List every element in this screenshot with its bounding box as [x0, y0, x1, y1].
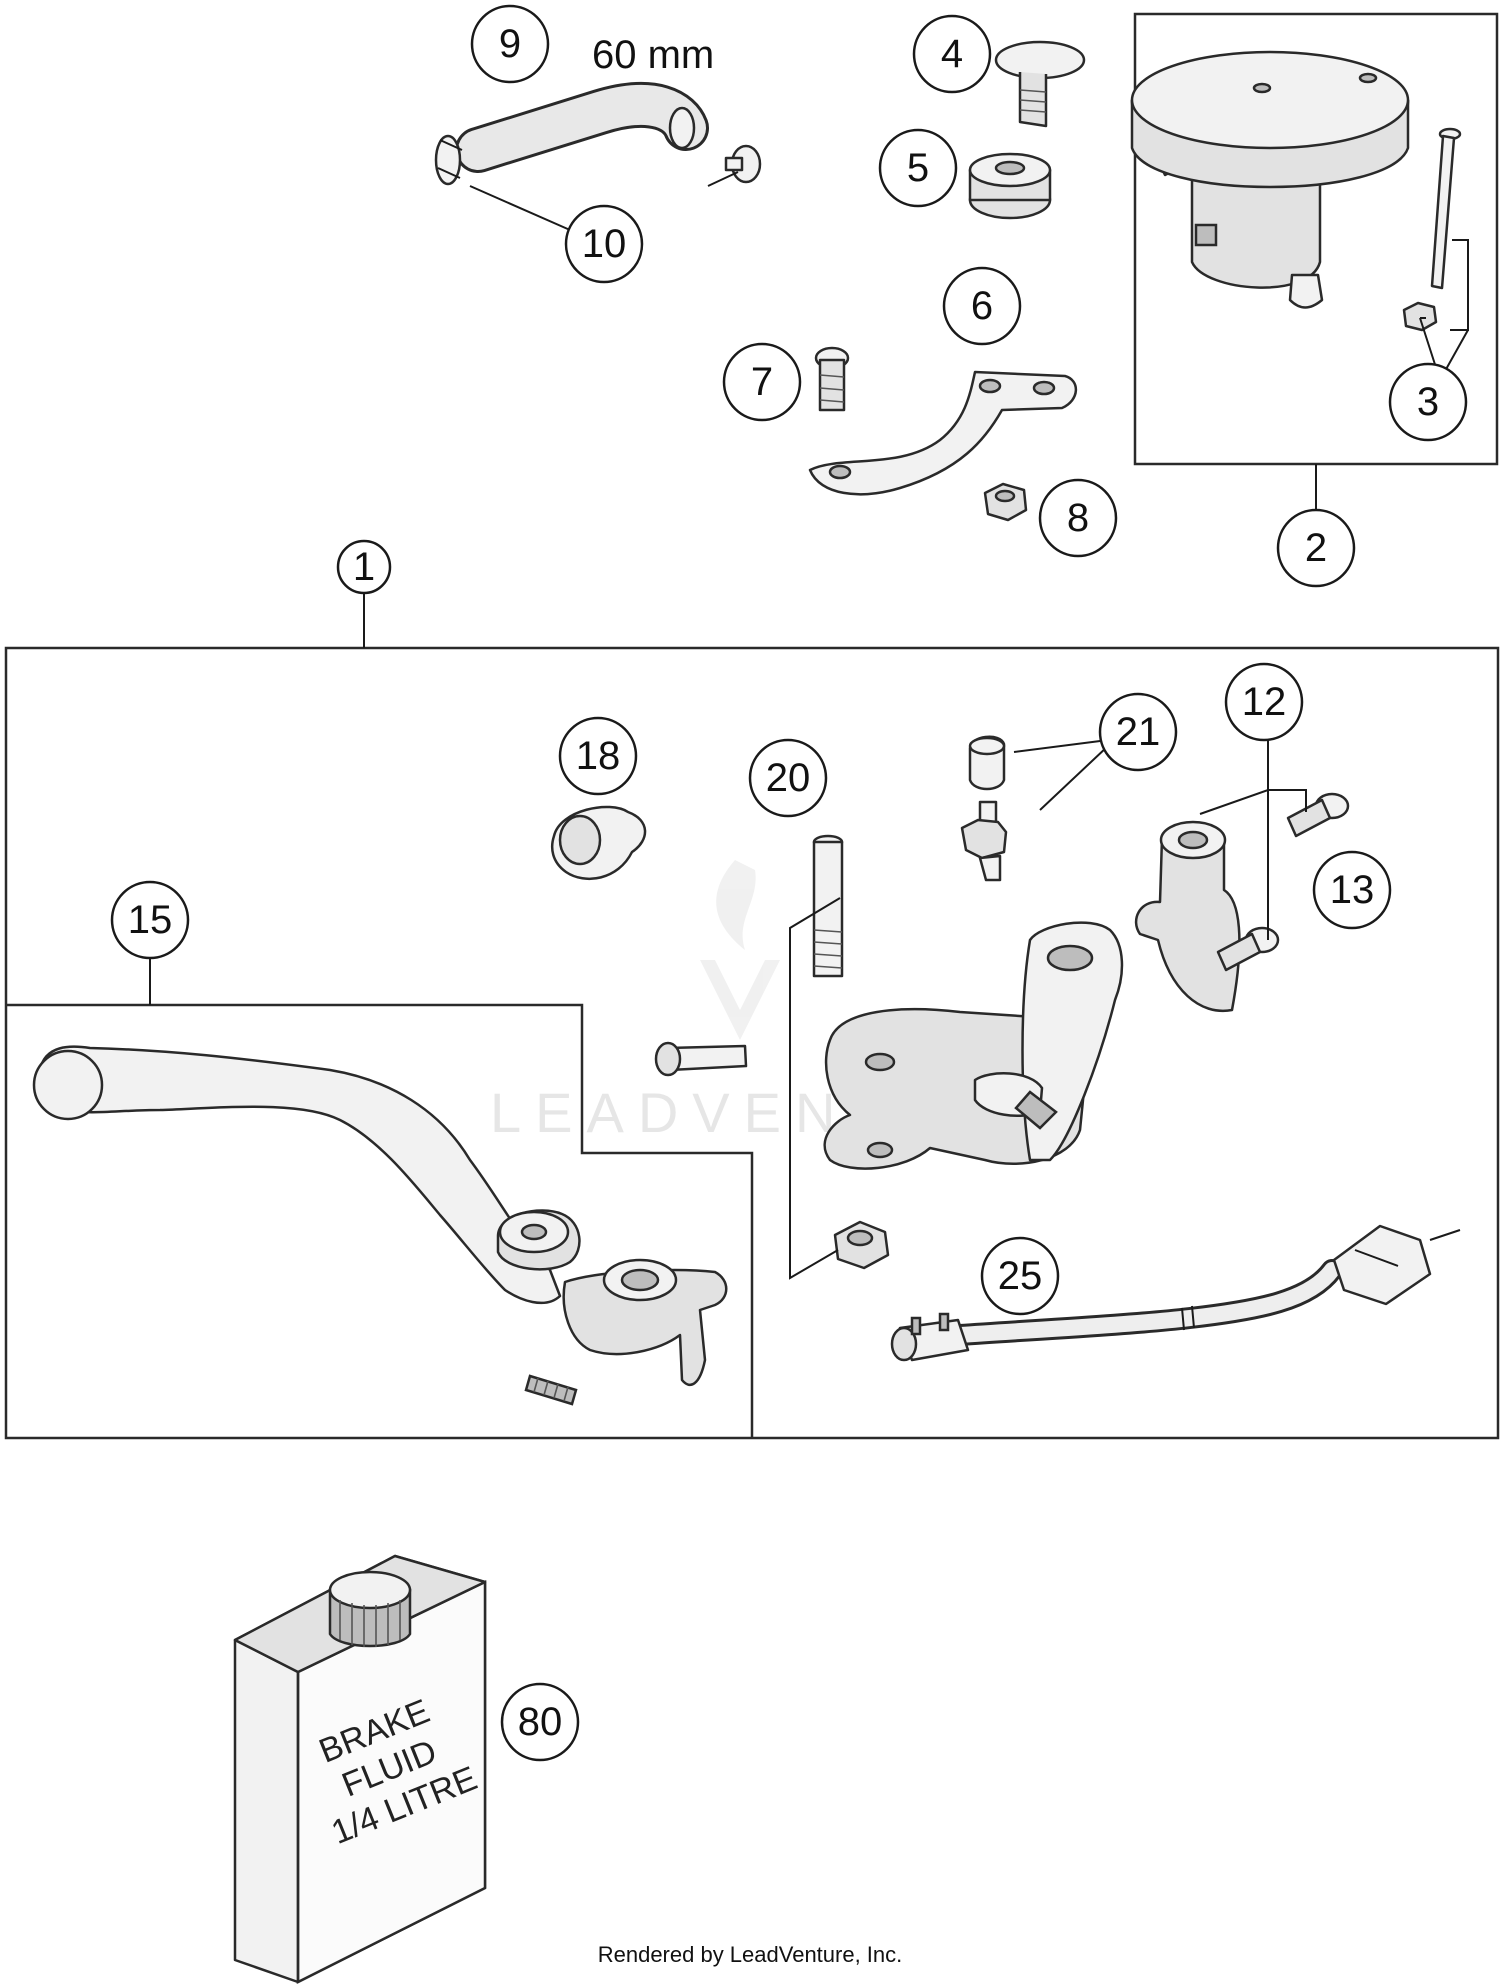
callout-5: 5 [878, 128, 958, 208]
callout-8: 8 [1038, 478, 1118, 558]
svg-text:8: 8 [1067, 496, 1089, 540]
hose-clamp-right [724, 144, 762, 184]
svg-text:18: 18 [576, 734, 621, 778]
callout-2: 2 [1276, 508, 1356, 588]
svg-text:2: 2 [1305, 526, 1327, 570]
callout-4: 4 [912, 14, 992, 94]
lever-pivot-bolt [654, 1041, 748, 1077]
callout-9: 9 [470, 4, 550, 84]
callout-1: 1 [336, 539, 392, 595]
svg-text:5: 5 [907, 146, 929, 190]
hose [455, 81, 709, 173]
svg-text:13: 13 [1330, 868, 1375, 912]
bolt-7 [814, 346, 850, 412]
reservoir-screw-3 [1430, 127, 1462, 290]
clamp-bolt-13-lower [1216, 926, 1280, 972]
plug-18 [550, 805, 647, 880]
pivot-nut-20 [833, 1220, 890, 1270]
hose-length-label: 60 mm [592, 33, 714, 77]
bleeder-valve-21 [960, 800, 1008, 882]
master-cylinder-body [823, 921, 1124, 1170]
brake-lever-15 [32, 1045, 728, 1386]
callout-25: 25 [980, 1236, 1060, 1316]
callout-21: 21 [1098, 692, 1178, 772]
callout-80: 80 [500, 1682, 580, 1762]
svg-text:6: 6 [971, 284, 993, 328]
callout-7: 7 [722, 342, 802, 422]
pivot-pin-20 [812, 834, 844, 978]
svg-text:80: 80 [518, 1700, 563, 1744]
svg-text:10: 10 [582, 222, 627, 266]
callout-20: 20 [748, 738, 828, 818]
svg-text:4: 4 [941, 32, 963, 76]
reservoir-nut-3 [1402, 301, 1438, 332]
svg-text:25: 25 [998, 1254, 1043, 1298]
clamp-bolt-13-upper [1286, 792, 1350, 838]
svg-text:12: 12 [1242, 680, 1287, 724]
svg-text:21: 21 [1116, 710, 1161, 754]
callout-13: 13 [1312, 850, 1392, 930]
adjuster-spring [524, 1374, 578, 1406]
footer-credit: Rendered by LeadVenture, Inc. [598, 1942, 903, 1967]
callout-15: 15 [110, 880, 190, 960]
svg-text:7: 7 [751, 360, 773, 404]
handlebar-clamp-12 [1134, 820, 1241, 1013]
svg-text:3: 3 [1417, 380, 1439, 424]
screw-4 [994, 40, 1086, 128]
brake-light-switch-25 [890, 1224, 1461, 1362]
svg-text:20: 20 [766, 756, 811, 800]
svg-text:1: 1 [353, 545, 375, 589]
grommet-5 [968, 152, 1052, 220]
lever-frame [6, 1003, 754, 1438]
bracket-6 [808, 370, 1078, 496]
reservoir [1130, 50, 1410, 309]
callout-6: 6 [942, 266, 1022, 346]
svg-text:9: 9 [499, 22, 521, 66]
nut-8 [983, 482, 1028, 522]
callout-12: 12 [1224, 662, 1304, 742]
hose-clamp-left [434, 134, 463, 186]
callout-3: 3 [1388, 362, 1468, 442]
bleeder-cap-21 [968, 735, 1006, 791]
svg-text:15: 15 [128, 898, 173, 942]
callout-18: 18 [558, 716, 638, 796]
callout-10: 10 [564, 204, 644, 284]
watermark-logo-icon [700, 860, 780, 1040]
brake-fluid-can-80: BRAKE FLUID 1/4 LITRE [233, 1554, 487, 1985]
